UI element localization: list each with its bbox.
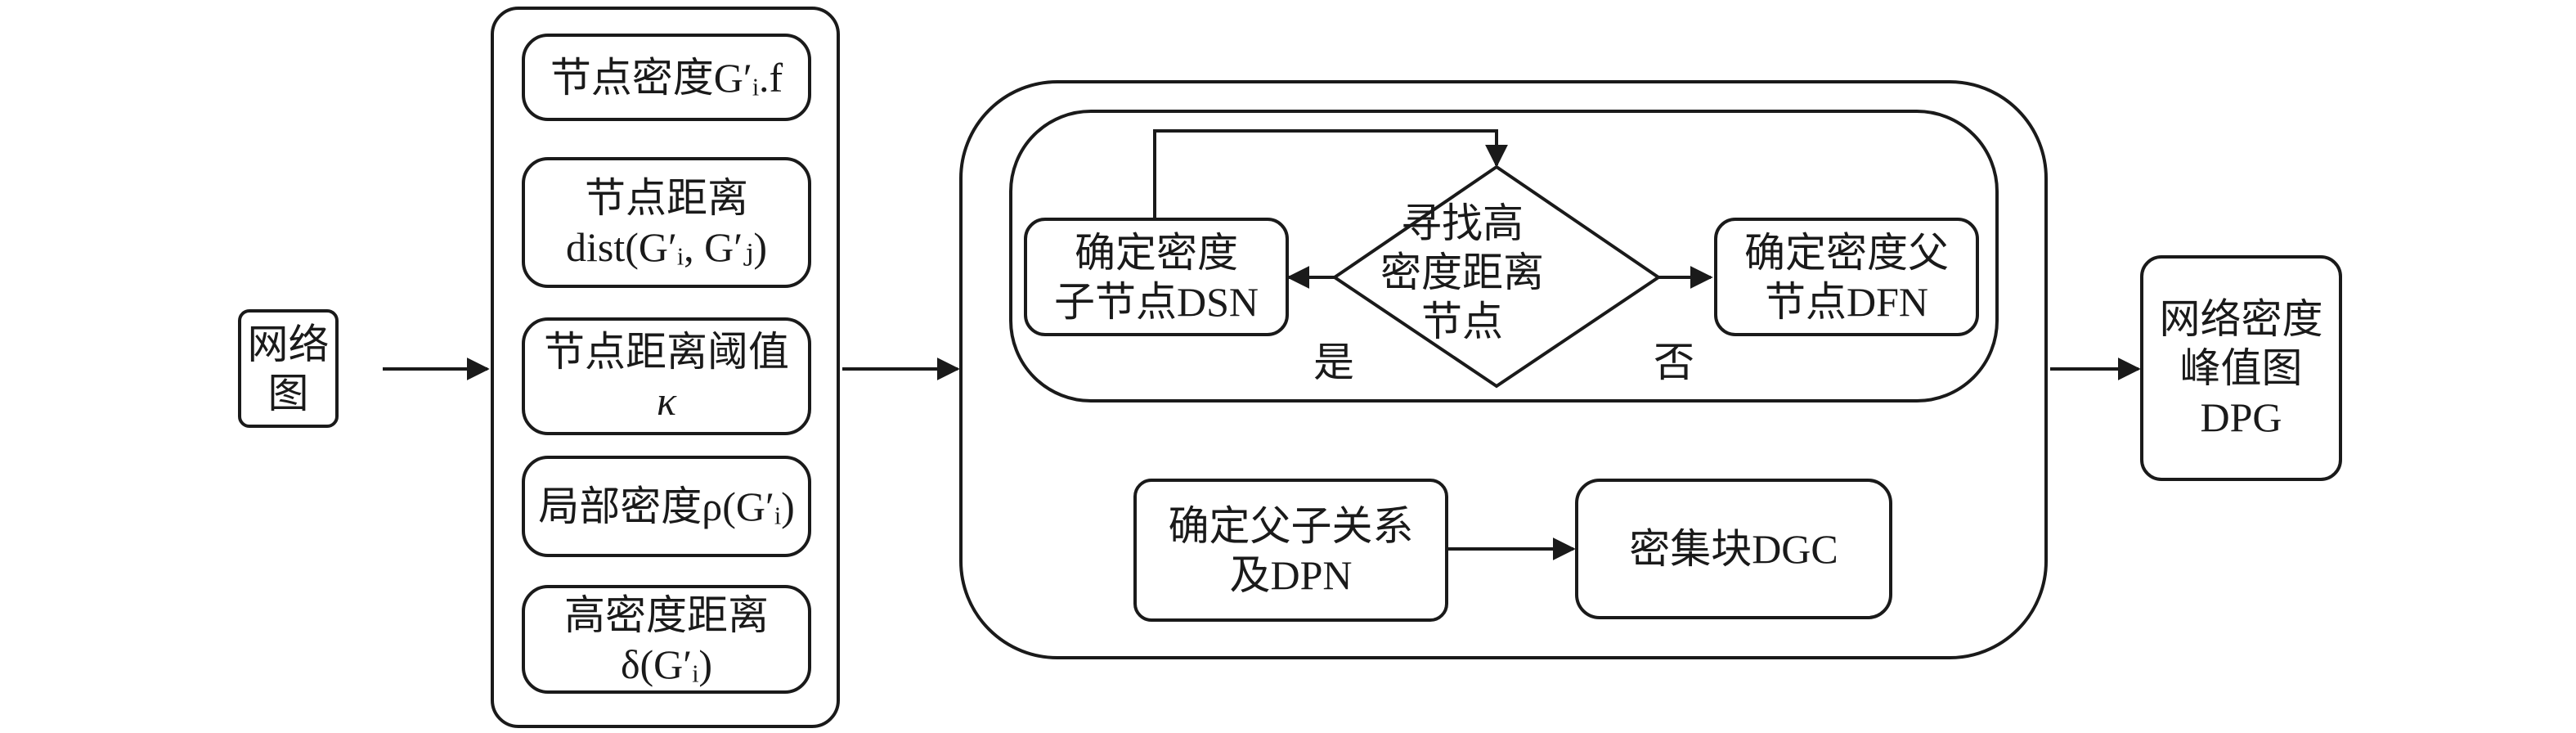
child-density-node-line1: 确定密度 (1075, 229, 1238, 276)
process-container (959, 80, 2048, 659)
input-label: 网络图 (247, 321, 330, 416)
param-high-density-distance: 高密度距离 δ(G′ᵢ) (522, 585, 811, 694)
arrow-loop-child-to-decision (1153, 129, 1508, 218)
no-label: 否 (1654, 340, 1694, 385)
relation-box: 确定父子关系 及DPN (1133, 479, 1448, 622)
decision-label: 寻找高 密度距离 节点 (1348, 187, 1577, 358)
child-density-node-line2: 子节点DSN (1053, 278, 1259, 325)
output-line2: 峰值图 (2179, 345, 2303, 391)
param-local-density: 局部密度ρ(G′ᵢ) (522, 456, 811, 557)
param-high-density-distance-line2: δ(G′ᵢ) (620, 641, 713, 687)
parent-density-node-box: 确定密度父 节点DFN (1714, 218, 1979, 336)
yes-label: 是 (1313, 340, 1354, 385)
param-node-distance-line1: 节点距离 (585, 175, 748, 221)
parameters-container (491, 7, 840, 728)
relation-line2: 及DPN (1229, 551, 1353, 598)
param-distance-threshold: 节点距离阈值 κ (522, 317, 811, 435)
param-distance-threshold-line1: 节点距离阈值 (544, 329, 789, 375)
param-distance-threshold-line2: κ (657, 378, 676, 424)
parent-density-node-line2: 节点DFN (1764, 278, 1929, 325)
child-density-node-box: 确定密度 子节点DSN (1024, 218, 1289, 336)
decision-line3: 节点 (1421, 299, 1503, 344)
dense-block-box: 密集块DGC (1575, 479, 1892, 619)
decision-diamond (1331, 164, 1662, 389)
output-line1: 网络密度 (2159, 296, 2323, 342)
output-density-peak-graph: 网络密度 峰值图 DPG (2140, 255, 2342, 481)
output-line3: DPG (2200, 394, 2282, 440)
relation-line1: 确定父子关系 (1168, 502, 1414, 549)
param-local-density-label: 局部密度ρ(G′ᵢ) (538, 483, 795, 529)
param-node-distance-line2: dist(G′ᵢ, G′ⱼ) (565, 224, 768, 270)
decision-line1: 寻找高 (1401, 200, 1524, 246)
input-network-graph: 网络图 (238, 309, 339, 428)
dense-block-label: 密集块DGC (1629, 526, 1838, 572)
parent-density-node-line1: 确定密度父 (1744, 229, 1949, 276)
param-node-distance: 节点距离 dist(G′ᵢ, G′ⱼ) (522, 157, 811, 288)
decision-loop-container (1009, 110, 1999, 402)
param-node-density: 节点密度G′ᵢ.f (522, 34, 811, 121)
decision-line2: 密度距离 (1380, 250, 1544, 295)
param-node-density-label: 节点密度G′ᵢ.f (550, 54, 783, 101)
param-high-density-distance-line1: 高密度距离 (564, 591, 769, 638)
